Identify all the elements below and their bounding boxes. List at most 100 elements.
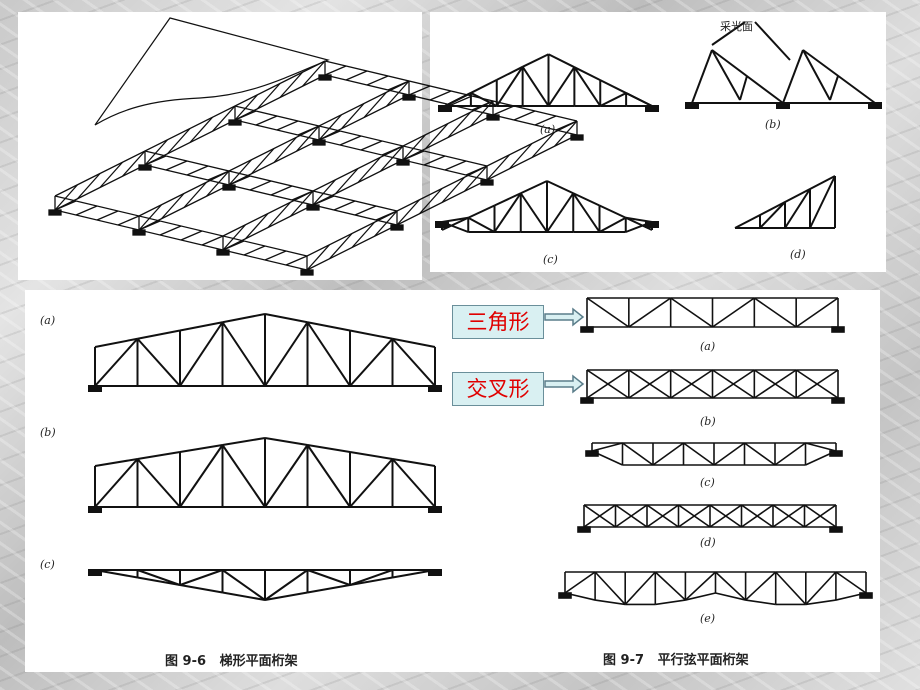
support-icon xyxy=(88,385,102,392)
diagonal xyxy=(670,369,713,399)
diagonal xyxy=(615,504,648,528)
diagonal xyxy=(573,66,602,107)
roof-trusses xyxy=(435,21,882,233)
diagonal xyxy=(447,111,471,138)
top-chord xyxy=(599,204,627,219)
diagonal xyxy=(179,321,224,387)
diagonal xyxy=(363,91,387,118)
diagonal xyxy=(183,181,207,208)
truss-member xyxy=(739,75,748,101)
diagonal xyxy=(270,185,293,196)
top-chord xyxy=(349,329,393,340)
bottom-chord xyxy=(94,569,138,579)
diagonal xyxy=(795,369,839,399)
support-icon xyxy=(486,114,500,121)
support-icon xyxy=(48,209,62,216)
label-d: (d) xyxy=(790,248,806,261)
truss-member xyxy=(711,49,741,101)
top-chord xyxy=(572,192,600,207)
support-icon xyxy=(88,569,102,576)
diagonal xyxy=(179,569,223,586)
diagonal xyxy=(222,240,245,251)
top-chord xyxy=(307,444,351,453)
support-icon xyxy=(132,229,146,236)
diagonal xyxy=(222,224,246,251)
support-icon xyxy=(306,204,320,211)
diagonal xyxy=(599,92,627,107)
diagonal xyxy=(264,321,309,387)
top-chord xyxy=(222,313,266,324)
support-icon xyxy=(300,269,314,276)
diagonal xyxy=(594,571,626,605)
diagonal xyxy=(54,200,77,211)
support-icon xyxy=(685,102,699,109)
diagonal xyxy=(564,571,596,594)
diagonal xyxy=(374,210,398,237)
support-icon xyxy=(580,397,594,404)
support-icon xyxy=(312,139,326,146)
diagonal xyxy=(375,210,398,221)
diagonal xyxy=(429,90,452,101)
diagonal xyxy=(678,504,711,528)
support-icon xyxy=(138,164,152,171)
diagonal xyxy=(136,458,181,508)
diagonal xyxy=(402,134,426,161)
diagonal xyxy=(555,120,578,131)
diagonal xyxy=(221,569,266,601)
bottom-chord xyxy=(392,569,436,579)
diagonal xyxy=(465,165,488,176)
support-icon xyxy=(577,526,591,533)
diagonal xyxy=(423,155,446,166)
diagonal xyxy=(318,130,341,141)
diagonal xyxy=(221,321,266,387)
diagonal xyxy=(245,213,269,240)
top-chord xyxy=(94,337,138,348)
diagonal xyxy=(306,444,351,508)
truss-member xyxy=(759,201,786,229)
arrow-icon xyxy=(544,307,585,394)
diagonal xyxy=(335,168,359,195)
diagonal xyxy=(586,297,630,328)
diagonal xyxy=(709,504,742,528)
diagonal xyxy=(495,66,524,107)
support-icon xyxy=(435,221,449,228)
diagonal xyxy=(805,571,837,605)
diagonal xyxy=(161,193,185,220)
top-chord xyxy=(494,192,522,207)
support-icon xyxy=(585,450,599,457)
diagonal xyxy=(201,235,224,246)
diagonal xyxy=(628,369,672,399)
roof-surface xyxy=(94,17,330,126)
diagonal xyxy=(54,184,78,211)
support-icon xyxy=(428,569,442,576)
label-c: (c) xyxy=(543,253,558,266)
diagonal xyxy=(744,442,776,466)
diagonal xyxy=(804,504,837,528)
truss-member xyxy=(691,49,713,104)
diagonal xyxy=(243,245,266,256)
truss-member xyxy=(809,175,836,229)
truss-member xyxy=(782,49,804,104)
diagonal xyxy=(531,131,555,158)
top-chord xyxy=(546,180,574,195)
diagonal xyxy=(167,128,191,155)
support-icon xyxy=(580,326,594,333)
parallel-chord-trusses xyxy=(558,297,873,606)
top-chord xyxy=(392,458,436,467)
diagonal xyxy=(534,115,557,126)
top-chord xyxy=(573,66,601,82)
support-icon xyxy=(402,94,416,101)
diagonal xyxy=(324,65,347,76)
diagonal xyxy=(366,75,389,86)
top-chord xyxy=(470,78,498,94)
bottom-chord xyxy=(594,599,626,606)
diagonal xyxy=(745,571,777,601)
diagonal xyxy=(186,165,209,176)
diagonal xyxy=(234,110,257,121)
diagonal xyxy=(391,458,436,508)
support-icon xyxy=(428,385,442,392)
diagonal xyxy=(255,115,278,126)
diagonal xyxy=(312,179,336,206)
diagonal xyxy=(329,233,353,260)
